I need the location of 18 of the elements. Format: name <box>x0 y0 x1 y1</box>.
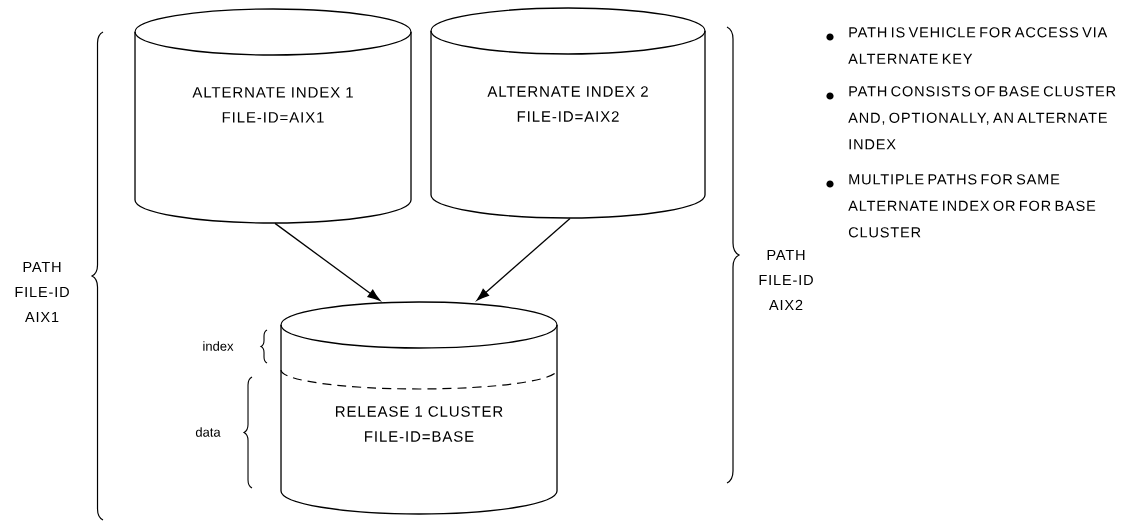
bullet-text: PATH CONSISTS OF BASE CLUSTER AND, OPTIONALLY, AN ALTERNATE INDEX <box>848 86 1116 150</box>
bullet-text: PATH IS VEHICLE FOR ACCESS VIA ALTERNATE KEY <box>848 27 1108 64</box>
cylinder: ALTERNATE INDEX 2 FILE-ID=AIX2 <box>430 7 706 219</box>
arrow <box>476 217 571 301</box>
node-label: ALTERNATE INDEX 2 <box>487 86 648 97</box>
node-label: RELEASE 1 CLUSTER <box>335 406 503 417</box>
node-label: FILE-ID=AIX2 <box>517 111 619 122</box>
node-label: FILE-ID=BASE <box>365 431 474 442</box>
cylinder: ALTERNATE INDEX 1 FILE-ID=AIX1 <box>134 8 412 224</box>
bracket-label: PATH FILE-ID AIX1 <box>15 262 69 322</box>
bracket-label: PATH FILE-ID AIX2 <box>759 250 813 310</box>
side-label: index <box>203 341 234 351</box>
side-label: data <box>195 427 221 437</box>
node-label: FILE-ID=AIX1 <box>222 112 324 123</box>
arrow <box>274 222 381 301</box>
node-label: ALTERNATE INDEX 1 <box>192 87 353 98</box>
cylinder: RELEASE 1 CLUSTER FILE-ID=BASE <box>280 301 558 515</box>
bullet-text: MULTIPLE PATHS FOR SAME ALTERNATE INDEX OR FOR BASE CLUSTER <box>848 174 1096 238</box>
